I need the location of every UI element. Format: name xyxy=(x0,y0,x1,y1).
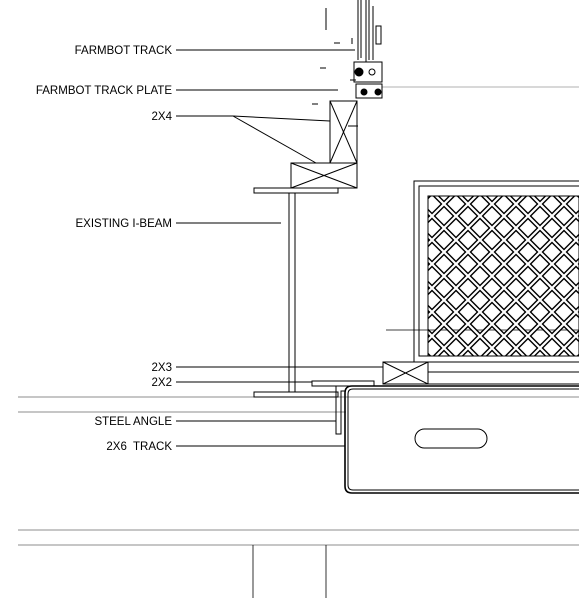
label-two-by-two: 2X2 xyxy=(152,377,172,389)
label-two-by-four: 2X4 xyxy=(152,111,173,123)
label-two-by-three: 2X3 xyxy=(152,362,172,374)
two-by-four-vertical xyxy=(312,100,358,164)
label-two-by-six-track: 2X6 TRACK xyxy=(106,441,172,453)
label-existing-i-beam: EXISTING I-BEAM xyxy=(76,218,173,230)
two-by-three-block xyxy=(382,361,579,385)
two-by-two-and-steel-angle xyxy=(311,380,375,435)
existing-i-beam xyxy=(253,187,339,398)
farmbot-gantry xyxy=(325,0,382,62)
two-by-four-leader-diag-b xyxy=(232,115,331,122)
label-farmbot-track: FARMBOT TRACK xyxy=(75,45,173,57)
callout-labels: FARMBOT TRACK FARMBOT TRACK PLATE 2X4 EX… xyxy=(36,45,173,453)
two-by-four-leader-diag-a xyxy=(232,115,317,164)
leader-lines xyxy=(176,49,383,447)
label-steel-angle: STEEL ANGLE xyxy=(94,416,172,428)
two-by-six-track xyxy=(344,385,579,494)
two-by-four-block xyxy=(290,162,358,189)
farmbot-track xyxy=(320,61,383,99)
raised-bed-panel xyxy=(413,180,579,384)
label-farmbot-track-plate: FARMBOT TRACK PLATE xyxy=(36,85,172,97)
